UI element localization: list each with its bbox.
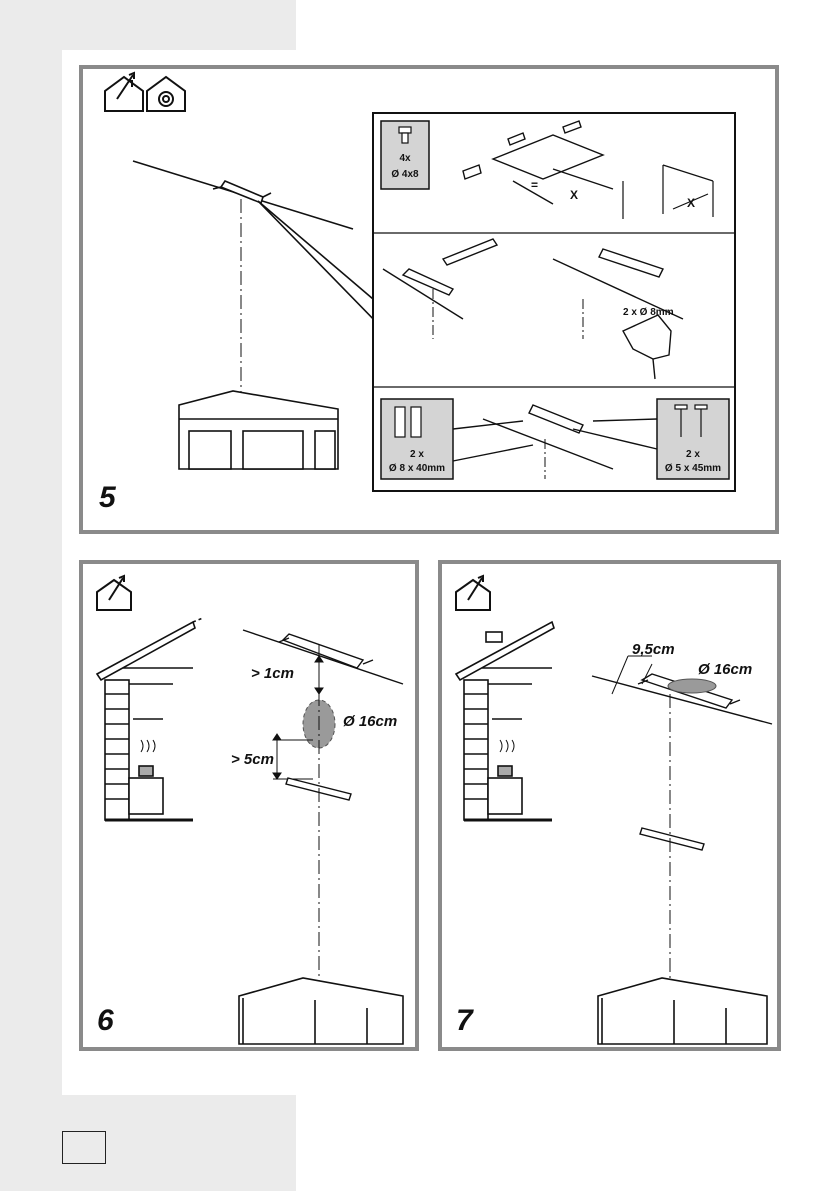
left-margin-strip xyxy=(0,0,62,1191)
bracket-assembly xyxy=(462,120,614,205)
screw-qty-label: 4x xyxy=(399,153,411,164)
house-exhaust-icon xyxy=(455,574,491,611)
vent-opening xyxy=(667,678,717,694)
plug-qty-label: 2 x xyxy=(410,449,424,460)
house-recirculation-icon xyxy=(146,75,186,112)
wall-cabinet xyxy=(238,977,404,1045)
figure-5-drawing: 4x Ø 4x8 X = X xyxy=(104,71,736,492)
offset-dimension xyxy=(611,655,653,695)
figure-6-drawing: > 1cm Ø 16cm > 5cm xyxy=(95,574,404,1045)
final-bracket-mount xyxy=(452,404,658,479)
figure-6-panel: > 1cm Ø 16cm > 5cm 6 xyxy=(79,560,419,1051)
wall-x-label: X xyxy=(687,196,695,210)
language-code-box xyxy=(62,1131,106,1164)
house-exhaust-icon xyxy=(104,71,144,112)
gap-top-label: > 1cm xyxy=(251,665,294,682)
ceiling-bracket-overview xyxy=(132,160,384,394)
drill-illustration xyxy=(552,248,684,380)
drill-size-label: 2 x Ø 8mm xyxy=(623,307,674,318)
wall-cabinet xyxy=(597,977,768,1045)
bracket-x-label: X xyxy=(570,188,578,202)
vent-diameter-label: Ø 16cm xyxy=(698,661,752,678)
wall-plug-icon xyxy=(394,406,422,438)
pencil-marking xyxy=(382,238,499,339)
house-cross-section xyxy=(95,617,204,822)
figure-5-number: 5 xyxy=(99,481,116,514)
long-screw-icon xyxy=(674,404,708,437)
lower-bracket xyxy=(639,827,705,851)
house-cross-section xyxy=(454,620,555,822)
vent-diameter-label: Ø 16cm xyxy=(343,713,397,730)
screw-size-label: Ø 4x8 xyxy=(391,169,419,180)
screw2-qty-label: 2 x xyxy=(686,449,700,460)
screw2-size-label: Ø 5 x 45mm xyxy=(665,463,721,474)
offset-label: 9,5cm xyxy=(632,641,675,658)
figure-7-panel: 9,5cm Ø 16cm 7 xyxy=(438,560,781,1051)
house-exhaust-icon xyxy=(96,574,132,611)
screw-icon xyxy=(398,126,412,144)
bottom-gray-tab xyxy=(0,1095,296,1191)
screw-pack-box-2 xyxy=(656,398,730,480)
figure-7-drawing: 9,5cm Ø 16cm xyxy=(454,574,773,1045)
figure-5-panel: 4x Ø 4x8 X = X xyxy=(79,65,779,534)
figure-6-number: 6 xyxy=(97,1004,114,1037)
equal-label: = xyxy=(531,178,538,192)
wall-cabinets xyxy=(178,390,339,470)
plug-size-label: Ø 8 x 40mm xyxy=(389,463,445,474)
wall-corner xyxy=(622,164,714,219)
gap-bottom-label: > 5cm xyxy=(231,751,274,768)
figure-7-number: 7 xyxy=(456,1004,473,1037)
ceiling-bracket xyxy=(242,629,404,685)
